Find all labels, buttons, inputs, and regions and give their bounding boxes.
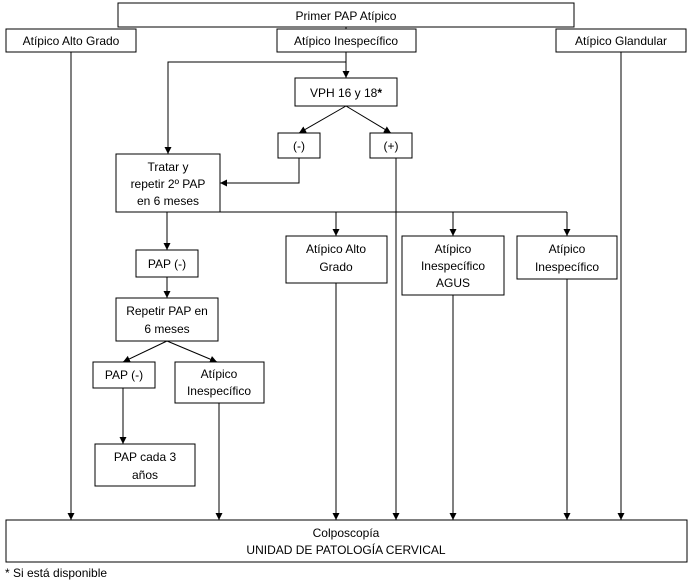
node-vph-negative: (-) [277, 132, 321, 159]
node-label: Atípico Inespecífico [294, 34, 398, 48]
node-label-line: en 6 meses [137, 194, 199, 208]
node-label: Primer PAP Atípico [296, 9, 397, 23]
node-colposcopia: Colposcopía UNIDAD DE PATOLOGÍA CERVICAL [5, 519, 688, 563]
node-label-line: Colposcopía [313, 526, 380, 540]
node-atipico-inespecifico: Atípico Inespecífico [276, 28, 417, 53]
node-tratar-repetir: Tratar y repetir 2º PAP en 6 meses [115, 153, 221, 213]
node-atipico-glandular: Atípico Glandular [555, 28, 687, 53]
vph-label: VPH 16 y 18 [310, 86, 378, 100]
node-vph-16-18: VPH 16 y 18* [294, 77, 398, 107]
node-label: (+) [384, 139, 399, 153]
node-label-line: Grado [319, 260, 353, 274]
node-label-line: Atípico [201, 367, 238, 381]
node-atipico-inespecifico-agus: Atípico Inespecífico AGUS [401, 235, 505, 296]
node-label-line: Atípico [549, 242, 586, 256]
node-label-line: UNIDAD DE PATOLOGÍA CERVICAL [246, 542, 445, 557]
node-vph-positive: (+) [369, 132, 413, 159]
node-atipico-inespecifico-2: Atípico Inespecífico [516, 235, 618, 280]
node-label-line: Repetir PAP en [126, 304, 208, 318]
node-atipico-alto-grado: Atípico Alto Grado [5, 28, 137, 53]
node-label-line: Inespecífico [187, 384, 251, 398]
node-label-line: AGUS [436, 276, 470, 290]
node-pap-negative: PAP (-) [135, 249, 199, 278]
vph-asterisk: * [377, 86, 382, 100]
node-repetir-pap: Repetir PAP en 6 meses [115, 297, 219, 342]
node-label: Atípico Glandular [575, 34, 667, 48]
node-label-line: Inespecífico [535, 260, 599, 274]
node-label: Atípico Alto Grado [23, 34, 120, 48]
node-label: PAP (-) [148, 257, 186, 271]
node-label-line: años [132, 468, 158, 482]
connectors [67, 27, 625, 520]
node-label-line: repetir 2º PAP [131, 177, 206, 191]
node-label: VPH 16 y 18* [310, 86, 382, 100]
node-label-line: PAP cada 3 [114, 450, 177, 464]
node-atipico-alto-grado-2: Atípico Alto Grado [285, 235, 388, 284]
node-pap-negative-2: PAP (-) [92, 361, 156, 389]
node-label-line: 6 meses [144, 322, 189, 336]
node-primer-pap-atipico: Primer PAP Atípico [117, 2, 575, 28]
node-label: PAP (-) [105, 368, 143, 382]
node-label-line: Inespecífico [421, 259, 485, 273]
node-atipico-inespecifico-3: Atípico Inespecífico [174, 361, 265, 404]
footnote: * Si está disponible [5, 566, 108, 580]
node-label: (-) [293, 139, 305, 153]
node-label-line: Atípico [435, 242, 472, 256]
node-pap-cada-3-anos: PAP cada 3 años [94, 443, 196, 487]
node-label-line: Atípico Alto [306, 242, 366, 256]
node-label-line: Tratar y [148, 160, 189, 174]
